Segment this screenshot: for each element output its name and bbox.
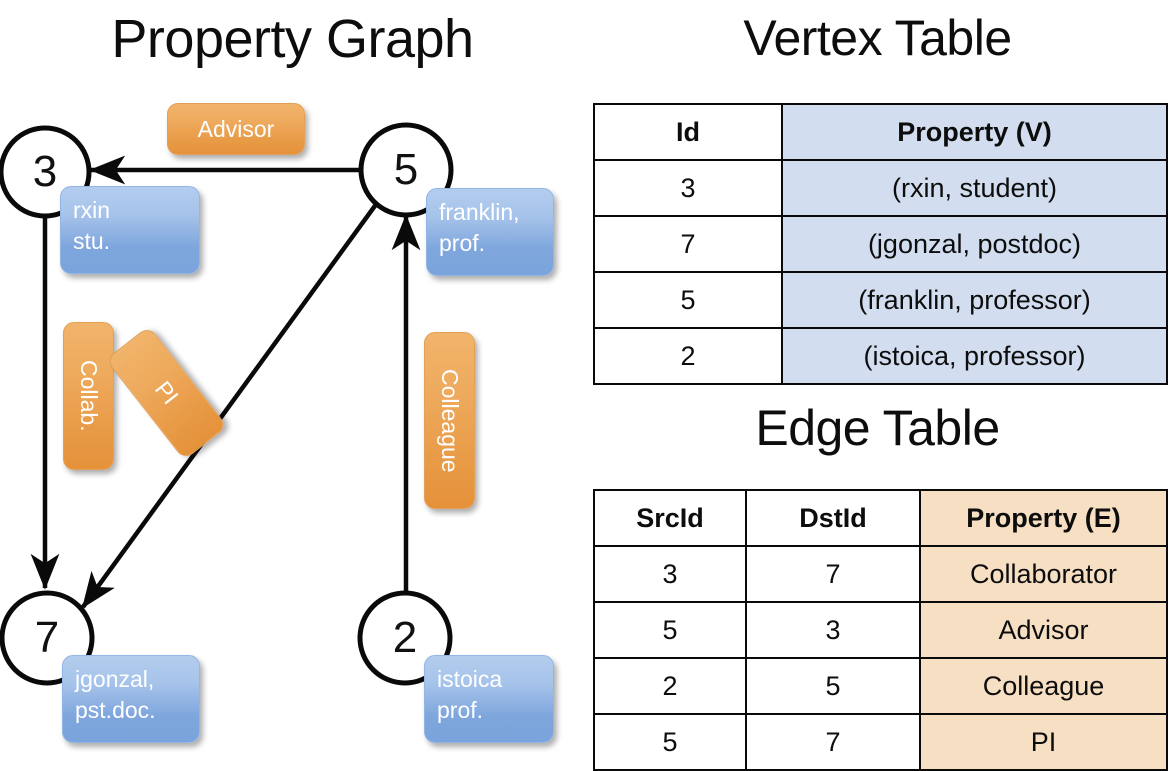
edge-line-5-to-7 (81, 201, 379, 609)
edge-cell-dstid: 7 (745, 545, 921, 603)
edge-table-header-property: Property (E) (919, 489, 1168, 547)
edge-cell-property: Colleague (919, 657, 1168, 715)
node-property-rxin-line1: rxin (73, 197, 111, 223)
vertex-table: Id Property (V) 3 (rxin, student) 7 (jgo… (593, 103, 1168, 385)
node-property-franklin-line1: franklin, (439, 199, 520, 225)
vertex-cell-property: (rxin, student) (781, 159, 1168, 217)
node-property-rxin-line2: stu. (73, 228, 111, 254)
node-property-franklin-line2: prof. (439, 230, 486, 256)
node-label-5: 5 (393, 145, 419, 194)
edge-cell-srcid: 5 (593, 601, 747, 659)
edge-table: SrcId DstId Property (E) 3 7 Collaborato… (593, 489, 1168, 771)
table-row[interactable]: 5 3 Advisor (593, 601, 1168, 659)
vertex-cell-property: (jgonzal, postdoc) (781, 215, 1168, 273)
vertex-table-header-id: Id (593, 103, 783, 161)
table-row[interactable]: 3 (rxin, student) (593, 159, 1168, 217)
edge-table-header-dstid: DstId (745, 489, 921, 547)
property-graph-diagram: 3 5 7 2 rxin stu. franklin, prof. jgonza… (0, 0, 585, 760)
node-property-box-jgonzal: jgonzal, pst.doc. (62, 655, 200, 743)
edge-cell-srcid: 2 (593, 657, 747, 715)
edge-cell-property: Advisor (919, 601, 1168, 659)
vertex-table-header-property: Property (V) (781, 103, 1168, 161)
edge-label-pi: PI (149, 376, 184, 410)
edge-label-collab: Collab. (76, 360, 102, 432)
node-property-istoica-line2: prof. (437, 697, 484, 723)
vertex-cell-id: 5 (593, 271, 783, 329)
edge-label-box-collab: Collab. (63, 322, 114, 470)
vertex-cell-id: 7 (593, 215, 783, 273)
edge-cell-property: PI (919, 713, 1168, 771)
page-title-edge-table: Edge Table (755, 400, 1000, 456)
page-title-vertex-table: Vertex Table (743, 10, 1012, 66)
vertex-cell-id: 3 (593, 159, 783, 217)
edge-cell-property: Collaborator (919, 545, 1168, 603)
edge-label-box-colleague: Colleague (424, 332, 475, 509)
table-row[interactable]: 2 5 Colleague (593, 657, 1168, 715)
node-label-2: 2 (392, 613, 418, 662)
table-row[interactable]: 2 (istoica, professor) (593, 327, 1168, 385)
edge-cell-dstid: 5 (745, 657, 921, 715)
vertex-cell-property: (istoica, professor) (781, 327, 1168, 385)
node-property-jgonzal-line2: pst.doc. (75, 697, 156, 723)
edge-cell-dstid: 7 (745, 713, 921, 771)
edge-cell-srcid: 3 (593, 545, 747, 603)
node-property-box-franklin: franklin, prof. (426, 188, 554, 276)
node-property-istoica-line1: istoica (437, 666, 503, 692)
edge-cell-srcid: 5 (593, 713, 747, 771)
edge-cell-dstid: 3 (745, 601, 921, 659)
vertex-table-header-row: Id Property (V) (593, 103, 1168, 161)
node-label-7: 7 (34, 613, 60, 662)
vertex-cell-property: (franklin, professor) (781, 271, 1168, 329)
table-row[interactable]: 7 (jgonzal, postdoc) (593, 215, 1168, 273)
table-row[interactable]: 5 (franklin, professor) (593, 271, 1168, 329)
edge-table-header-srcid: SrcId (593, 489, 747, 547)
edge-label-advisor: Advisor (197, 115, 275, 142)
edge-label-box-advisor: Advisor (167, 103, 305, 155)
vertex-cell-id: 2 (593, 327, 783, 385)
node-property-box-istoica: istoica prof. (424, 655, 554, 743)
node-property-jgonzal-line1: jgonzal, (75, 666, 155, 692)
node-label-3: 3 (32, 147, 58, 196)
table-row[interactable]: 5 7 PI (593, 713, 1168, 771)
node-property-box-rxin: rxin stu. (60, 186, 200, 274)
page-title-property-graph: Property Graph (111, 9, 474, 69)
edge-label-colleague: Colleague (437, 368, 463, 473)
edge-table-header-row: SrcId DstId Property (E) (593, 489, 1168, 547)
table-row[interactable]: 3 7 Collaborator (593, 545, 1168, 603)
